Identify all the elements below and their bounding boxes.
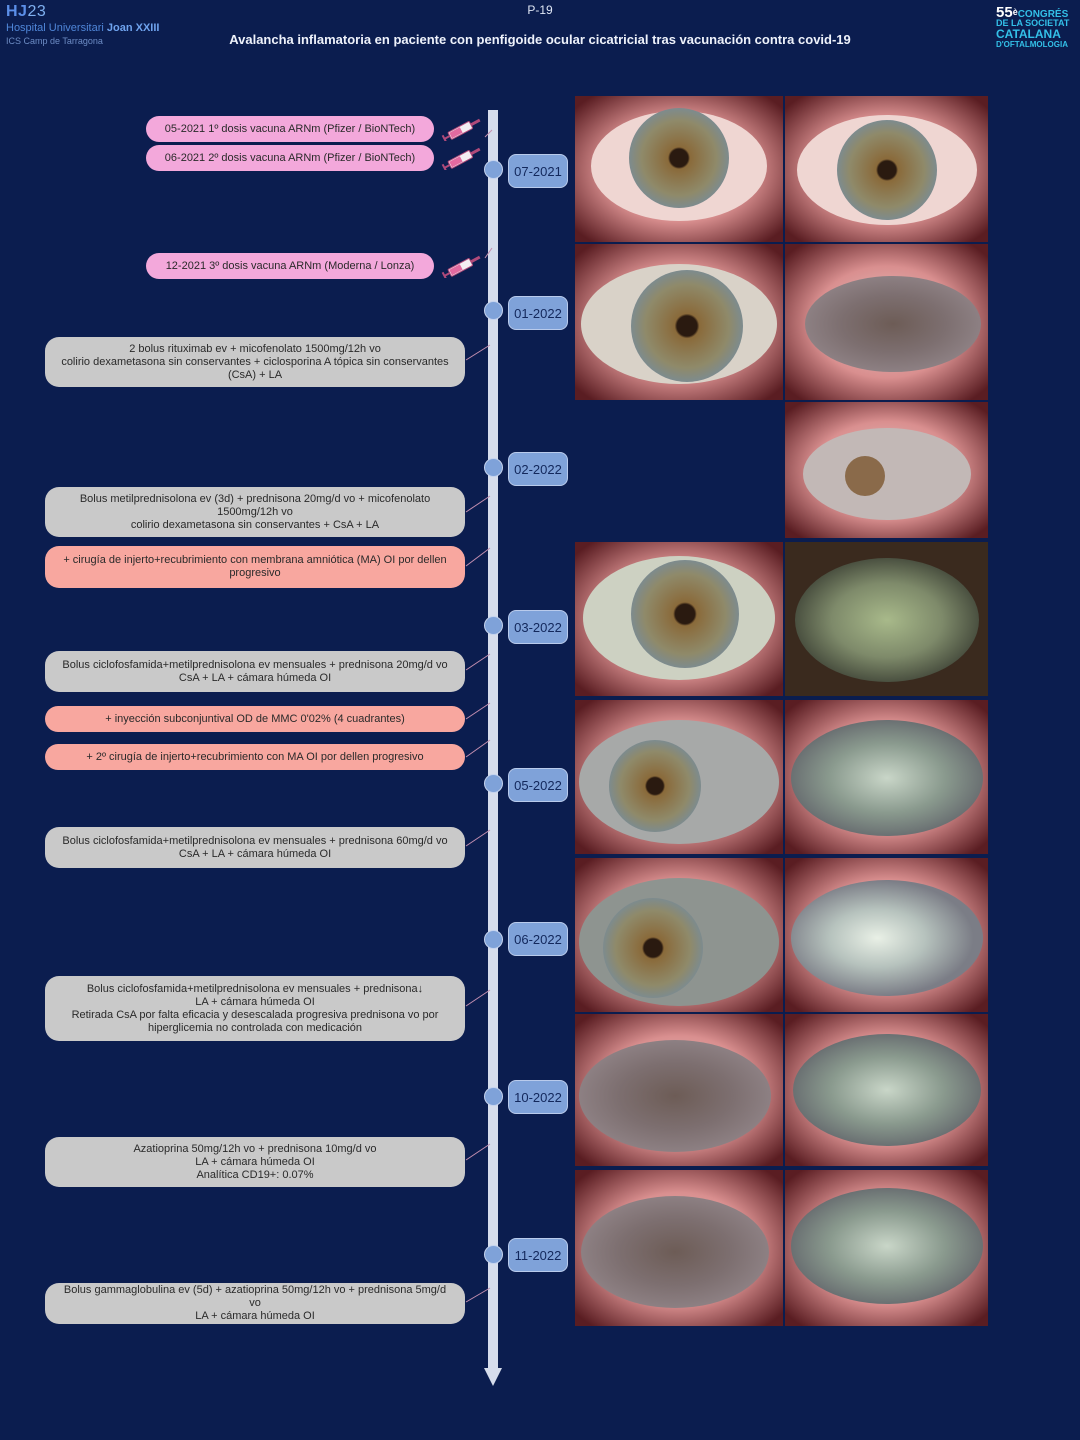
date-label: 07-2021 <box>508 154 568 188</box>
poster-number: P-19 <box>527 3 553 17</box>
vaccine-text: 06-2021 2º dosis vacuna ARNm (Pfizer / B… <box>164 151 416 164</box>
treatment-box: Azatioprina 50mg/12h vo + prednisona 10m… <box>45 1137 465 1187</box>
vaccine-box-2: 06-2021 2º dosis vacuna ARNm (Pfizer / B… <box>146 145 434 171</box>
date-label: 01-2022 <box>508 296 568 330</box>
treatment-line: LA + cámara húmeda OI <box>195 1310 315 1322</box>
treatment-box: Bolus ciclofosfamida+metilprednisolona e… <box>45 651 465 692</box>
treatment-box: Bolus ciclofosfamida+metilprednisolona e… <box>45 976 465 1041</box>
hospital-prefix: Hospital Universitari <box>6 22 107 34</box>
treatment-line: Bolus ciclofosfamida+metilprednisolona e… <box>86 982 424 995</box>
treatment-line: hiperglicemia no controlada con medicaci… <box>147 1021 362 1034</box>
eye-photo-row-6 <box>575 858 988 1012</box>
date-label: 02-2022 <box>508 452 568 486</box>
treatment-line: colirio dexametasona sin conservantes + … <box>61 355 449 368</box>
timeline-dot <box>484 930 503 949</box>
hospital-name: Hospital Universitari Joan XXIII <box>6 22 159 34</box>
ics-label: ICS Camp de Tarragona <box>6 36 103 46</box>
vaccine-box-1: 05-2021 1º dosis vacuna ARNm (Pfizer / B… <box>146 116 434 142</box>
date-label: 10-2022 <box>508 1080 568 1114</box>
logo-hj-text: HJ <box>6 3 28 20</box>
congress-line3: CATALANA <box>996 27 1061 41</box>
timeline-dot <box>484 301 503 320</box>
treatment-box: Bolus ciclofosfamida+metilprednisolona e… <box>45 827 465 868</box>
syringe-icon <box>441 147 481 170</box>
treatment-line: + inyección subconjuntival OD de MMC 0'0… <box>105 712 405 725</box>
injection-box: + inyección subconjuntival OD de MMC 0'0… <box>45 706 465 732</box>
vaccine-text: 05-2021 1º dosis vacuna ARNm (Pfizer / B… <box>164 122 416 135</box>
syringe-icon <box>441 255 481 278</box>
congress-line1: CONGRÉS <box>1017 9 1069 20</box>
vaccine-text: 12-2021 3º dosis vacuna ARNm (Moderna / … <box>165 259 415 272</box>
eye-photo-row-2 <box>575 244 988 400</box>
timeline-dot <box>484 774 503 793</box>
treatment-line: + 2º cirugía de injerto+recubrimiento co… <box>86 750 424 763</box>
eye-photo-row-8 <box>575 1170 988 1326</box>
treatment-line: CsA + LA + cámara húmeda OI <box>178 847 332 860</box>
eye-photo-row-3 <box>785 402 988 538</box>
treatment-line: Bolus ciclofosfamida+metilprednisolona e… <box>62 834 448 847</box>
congress-sup: è <box>1012 7 1018 17</box>
eye-photo-row-5 <box>575 700 988 854</box>
treatment-box: Bolus metilprednisolona ev (3d) + predni… <box>45 487 465 537</box>
eye-photo-row-7 <box>575 1014 988 1166</box>
timeline-dot <box>484 160 503 179</box>
treatment-box: Bolus gammaglobulina ev (5d) + azatiopri… <box>45 1283 465 1324</box>
treatment-box: 2 bolus rituximab ev + micofenolato 1500… <box>45 337 465 387</box>
timeline-dot <box>484 616 503 635</box>
timeline-dot <box>484 458 503 477</box>
poster-title: Avalancha inflamatoria en paciente con p… <box>229 32 851 47</box>
treatment-line: Bolus metilprednisolona ev (3d) + predni… <box>79 492 431 505</box>
congress-logo: 55èCONGRÉS DE LA SOCIETAT CATALANA D'OFT… <box>996 5 1072 49</box>
treatment-line: + cirugía de injerto+recubrimiento con m… <box>63 554 447 566</box>
timeline-arrowhead <box>484 1368 502 1386</box>
treatment-line: LA + cámara húmeda OI <box>195 995 315 1008</box>
congress-number: 55 <box>996 4 1013 21</box>
surgery-box: + 2º cirugía de injerto+recubrimiento co… <box>45 744 465 770</box>
timeline-dot <box>484 1245 503 1264</box>
treatment-line: CsA + LA + cámara húmeda OI <box>178 671 332 684</box>
timeline-dot <box>484 1087 503 1106</box>
treatment-line: progresivo <box>229 567 281 579</box>
congress-line2: DE LA SOCIETAT <box>996 18 1070 28</box>
hospital-logo: HJ23 <box>6 3 46 21</box>
hospital-name-bold: Joan XXIII <box>106 22 160 34</box>
logo-year: 23 <box>27 3 47 20</box>
congress-line4: D'OFTALMOLOGIA <box>996 40 1068 49</box>
date-label: 03-2022 <box>508 610 568 644</box>
date-label: 11-2022 <box>508 1238 568 1272</box>
timeline-axis <box>488 110 498 1370</box>
treatment-line: 1500mg/12h vo <box>217 505 293 518</box>
treatment-line: Bolus gammaglobulina ev (5d) + azatiopri… <box>63 1284 447 1309</box>
date-label: 06-2022 <box>508 922 568 956</box>
treatment-line: Analítica CD19+: 0.07% <box>196 1168 314 1181</box>
treatment-line: Retirada CsA por falta eficacia y desesc… <box>71 1008 439 1021</box>
treatment-line: LA + cámara húmeda OI <box>195 1155 315 1168</box>
syringe-icon <box>441 118 481 141</box>
eye-photo-grid <box>575 96 988 1326</box>
date-label: 05-2022 <box>508 768 568 802</box>
treatment-line: (CsA) + LA <box>227 368 283 381</box>
treatment-line: Azatioprina 50mg/12h vo + prednisona 10m… <box>133 1142 377 1155</box>
treatment-line: Bolus ciclofosfamida+metilprednisolona e… <box>62 658 448 671</box>
vaccine-box-3: 12-2021 3º dosis vacuna ARNm (Moderna / … <box>146 253 434 279</box>
surgery-box: + cirugía de injerto+recubrimiento con m… <box>45 546 465 588</box>
treatment-line: colirio dexametasona sin conservantes + … <box>130 518 380 531</box>
eye-photo-row-4 <box>575 542 988 696</box>
eye-photo-row-1 <box>575 96 988 242</box>
treatment-line: 2 bolus rituximab ev + micofenolato 1500… <box>129 342 381 355</box>
